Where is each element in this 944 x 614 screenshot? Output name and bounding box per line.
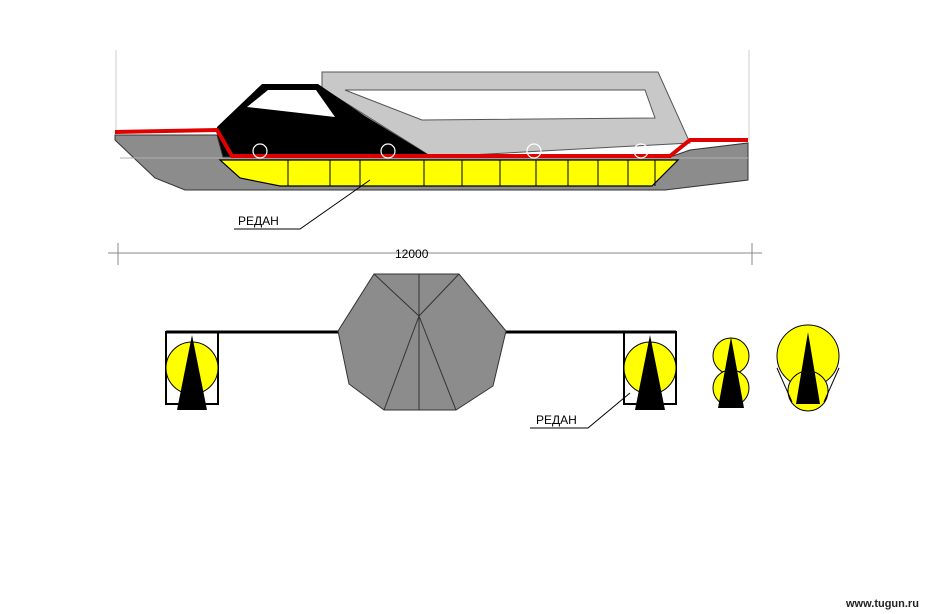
front-view: РЕДАН xyxy=(165,273,840,429)
porthole-icon xyxy=(252,143,268,159)
porthole-icon xyxy=(526,143,542,159)
porthole-icon xyxy=(633,143,649,159)
side-view: РЕДАН xyxy=(114,71,749,230)
cabin-window xyxy=(344,89,656,121)
hull-front-edges xyxy=(373,273,460,411)
red-stripe xyxy=(114,127,748,158)
step-leader-front xyxy=(530,392,631,429)
hull-front xyxy=(337,273,507,411)
float-detail-small xyxy=(712,337,750,408)
porthole-icon xyxy=(380,143,396,159)
yellow-float xyxy=(218,159,680,187)
watermark: www.tugun.ru xyxy=(845,598,919,610)
step-leader-side xyxy=(234,179,371,230)
left-float xyxy=(165,331,219,410)
step-label-front: РЕДАН xyxy=(536,413,577,427)
float-sections xyxy=(287,160,656,186)
float-detail-large xyxy=(776,324,840,412)
windshield xyxy=(247,90,335,117)
dimension-value: 12000 xyxy=(395,247,429,261)
dimension-line: 12000 xyxy=(108,243,762,265)
right-float xyxy=(623,331,677,410)
step-label-side: РЕДАН xyxy=(238,214,279,228)
